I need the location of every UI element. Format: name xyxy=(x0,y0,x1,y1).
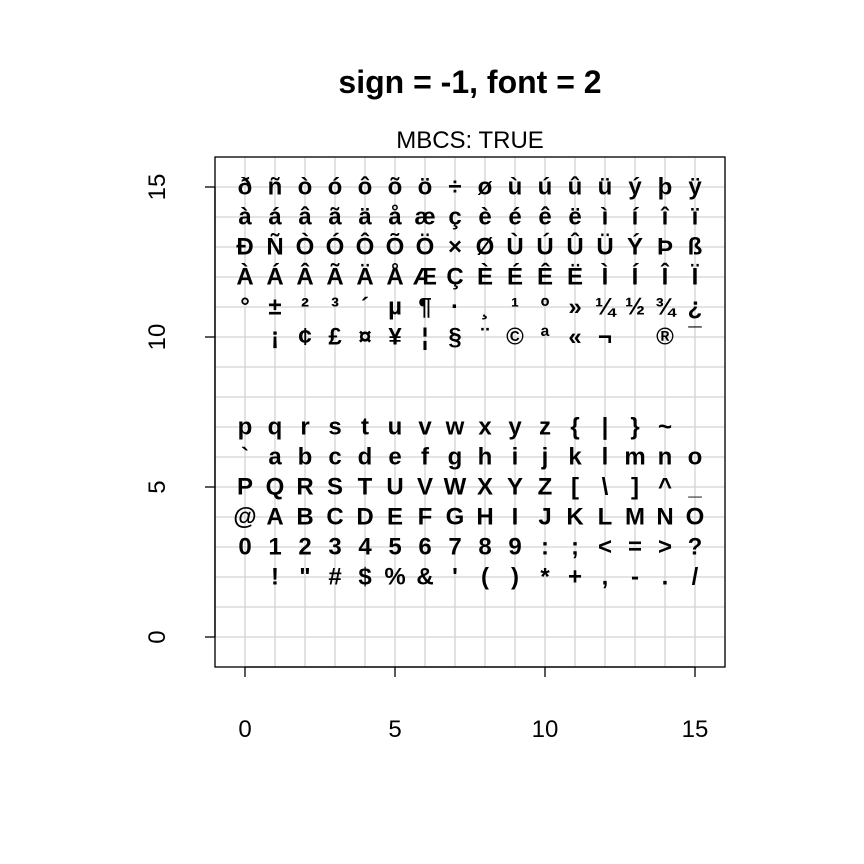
y-tick-label: 15 xyxy=(144,174,171,201)
glyph-marks: !"#$%&'()*+,-./ 0123456789:;<=>? @ABCDEF… xyxy=(233,174,704,591)
x-tick-label: 5 xyxy=(388,716,401,743)
plot-box xyxy=(214,156,726,668)
y-tick-label: 10 xyxy=(144,324,171,351)
chart-subtitle: MBCS: TRUE xyxy=(396,127,544,154)
x-tick-label: 15 xyxy=(682,716,709,743)
x-tick-label: 10 xyxy=(532,716,559,743)
y-tick-label: 5 xyxy=(144,480,171,493)
grid-lines xyxy=(214,156,726,668)
y-tick-label: 0 xyxy=(144,630,171,643)
chart-title: sign = -1, font = 2 xyxy=(338,64,601,100)
x-tick-label: 0 xyxy=(238,716,251,743)
axes: 0 5 10 15 0 5 10 15 xyxy=(144,174,708,743)
glyph-row: pqrstuvwxyz{|}~ xyxy=(238,414,672,441)
